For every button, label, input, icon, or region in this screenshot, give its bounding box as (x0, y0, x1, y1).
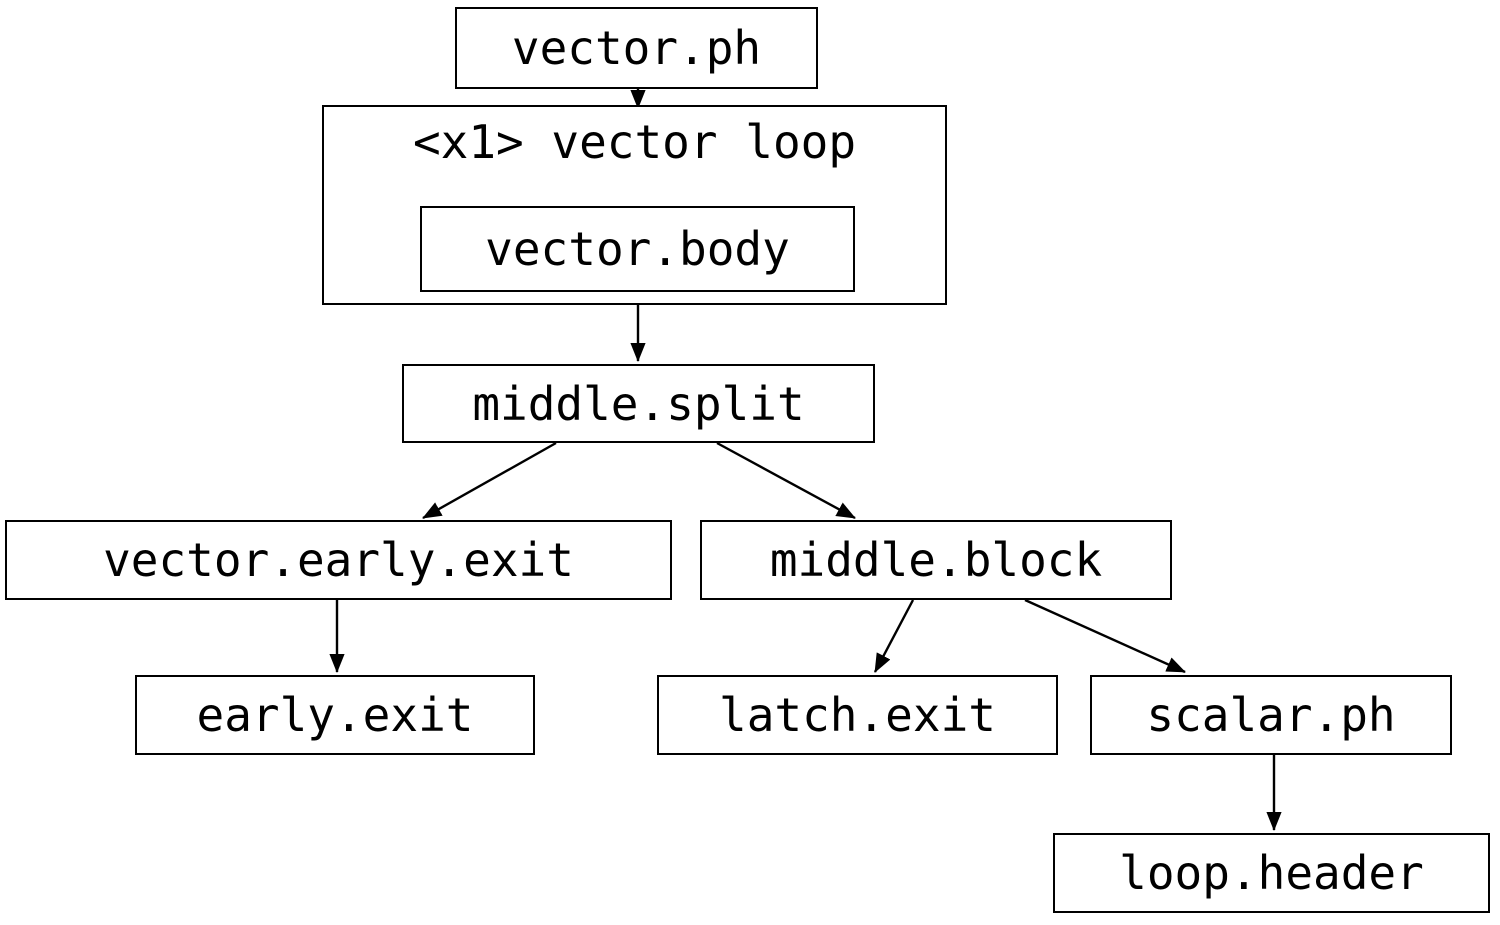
edge-middle-block-to-latch-exit (873, 599, 915, 673)
node-early-exit[interactable]: early.exit (135, 675, 535, 755)
node-vector-early-exit-label: vector.early.exit (103, 533, 574, 587)
node-scalar-ph[interactable]: scalar.ph (1090, 675, 1452, 755)
node-loop-header[interactable]: loop.header (1053, 833, 1490, 913)
node-middle-split[interactable]: middle.split (402, 364, 875, 443)
node-scalar-ph-label: scalar.ph (1146, 688, 1396, 742)
node-middle-split-label: middle.split (472, 376, 805, 431)
node-vector-ph[interactable]: vector.ph (455, 7, 818, 89)
node-loop-header-label: loop.header (1119, 846, 1424, 900)
node-vector-body-label: vector.body (485, 222, 790, 276)
edge-middle-block-to-scalar-ph (1024, 598, 1186, 674)
node-latch-exit-label: latch.exit (719, 688, 996, 742)
node-vector-early-exit[interactable]: vector.early.exit (5, 520, 672, 600)
node-vector-body[interactable]: vector.body (420, 206, 855, 292)
edge-middle-split-to-middle-block (716, 441, 856, 520)
node-middle-block-label: middle.block (769, 533, 1103, 587)
node-early-exit-label: early.exit (196, 688, 474, 742)
node-vector-ph-label: vector.ph (511, 21, 762, 75)
cluster-vector-loop-label: <x1> vector loop (412, 115, 857, 169)
node-middle-block[interactable]: middle.block (700, 520, 1172, 600)
node-latch-exit[interactable]: latch.exit (657, 675, 1058, 755)
edge-middle-split-to-vector-early-exit (422, 441, 557, 520)
